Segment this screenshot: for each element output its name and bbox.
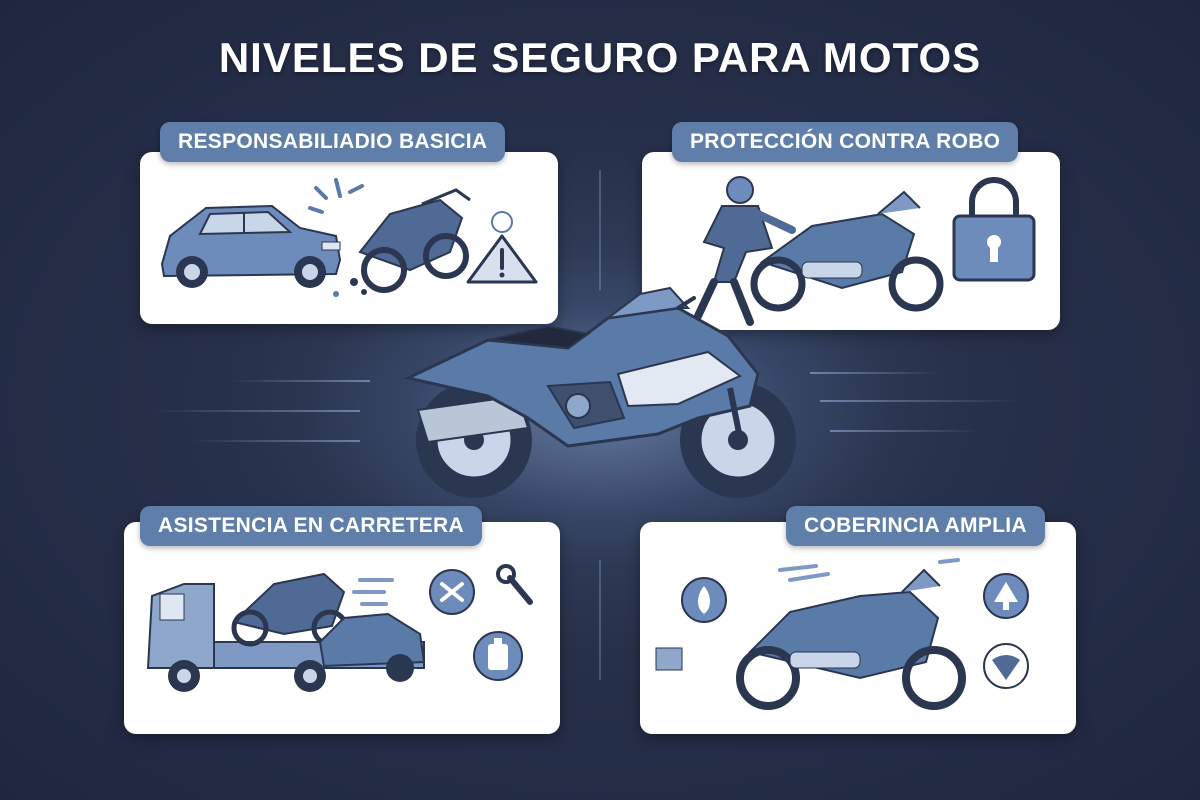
warning-triangle-icon (466, 211, 538, 284)
speed-line (810, 372, 940, 374)
mechanic-icon (429, 569, 475, 615)
tow-truck-illustration (146, 572, 426, 692)
speed-line (190, 440, 360, 442)
page-title: NIVELES DE SEGURO PARA MOTOS (218, 34, 982, 81)
card-label-theft: PROTECCIÓN CONTRA ROBO (672, 122, 1019, 162)
card-comprehensive (640, 522, 1076, 734)
padlock-icon (952, 177, 1036, 282)
thief-bike-illustration (694, 176, 944, 326)
tree-icon (983, 573, 1029, 619)
flame-icon (681, 577, 727, 623)
sport-bike-illustration (655, 558, 966, 710)
card-label-comprehensive: COBERINCIA AMPLIA (786, 506, 1045, 546)
card-liability (140, 152, 558, 324)
speed-line (820, 400, 1020, 402)
card-theft (642, 152, 1060, 330)
card-label-roadside: ASISTENCIA EN CARRETERA (140, 506, 482, 546)
divider-line (599, 170, 601, 290)
car-crash-illustration (160, 178, 471, 297)
divider-line (599, 560, 601, 680)
speed-line (150, 410, 360, 412)
wrench-icon (496, 564, 533, 605)
card-label-liability: RESPONSABILIADIO BASICIA (160, 122, 506, 162)
speed-line (830, 430, 980, 432)
oil-can-icon (473, 631, 523, 681)
shield-icon (983, 643, 1029, 689)
speed-line (230, 380, 370, 382)
card-roadside (124, 522, 560, 734)
center-motorcycle-illustration (403, 286, 796, 498)
